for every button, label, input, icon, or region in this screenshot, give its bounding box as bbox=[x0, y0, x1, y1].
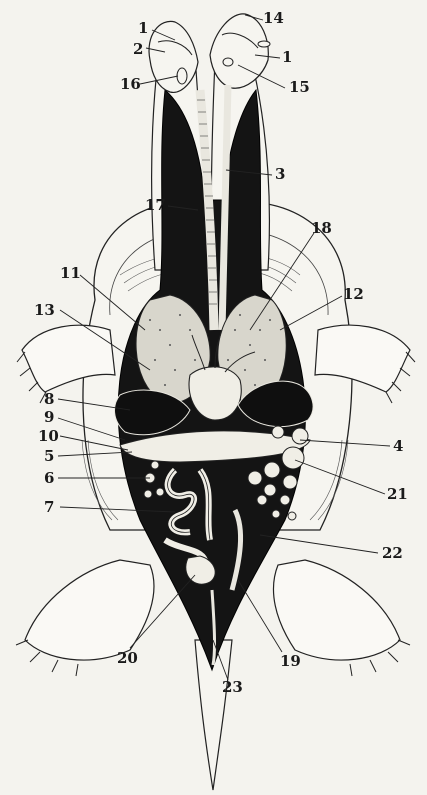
label-8: 8 bbox=[44, 392, 54, 407]
label-3: 3 bbox=[275, 167, 285, 182]
label-2: 2 bbox=[133, 42, 143, 57]
label-17: 17 bbox=[145, 198, 166, 213]
label-19: 19 bbox=[280, 654, 301, 669]
left-hind-leg bbox=[25, 560, 154, 660]
right-head-glottis bbox=[223, 58, 233, 66]
label-5: 5 bbox=[44, 449, 54, 464]
label-22: 22 bbox=[382, 546, 403, 561]
label-6: 6 bbox=[44, 471, 54, 486]
right-head bbox=[210, 14, 268, 88]
label-11: 11 bbox=[60, 266, 81, 281]
label-1-right: 1 bbox=[282, 50, 292, 65]
label-9: 9 bbox=[44, 410, 54, 425]
left-head-glottis bbox=[177, 68, 187, 84]
label-1-left: 1 bbox=[138, 21, 148, 36]
label-12: 12 bbox=[343, 287, 364, 302]
right-head-eye bbox=[258, 41, 270, 47]
label-20: 20 bbox=[117, 651, 138, 666]
label-23: 23 bbox=[222, 680, 243, 695]
label-4: 4 bbox=[393, 439, 403, 454]
label-21: 21 bbox=[387, 487, 408, 502]
label-7: 7 bbox=[44, 500, 54, 515]
label-18: 18 bbox=[311, 221, 332, 236]
label-15: 15 bbox=[289, 80, 310, 95]
label-10: 10 bbox=[38, 429, 59, 444]
right-hind-leg bbox=[273, 560, 400, 660]
label-13: 13 bbox=[34, 303, 55, 318]
label-16: 16 bbox=[120, 77, 141, 92]
label-14: 14 bbox=[263, 11, 284, 26]
